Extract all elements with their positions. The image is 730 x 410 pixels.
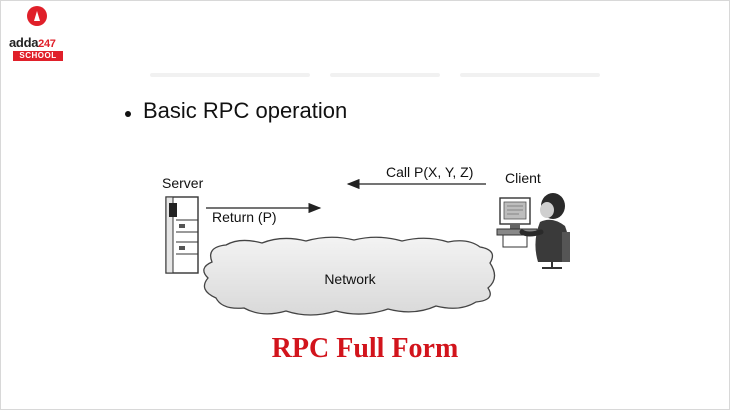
bullet-text: Basic RPC operation xyxy=(143,98,348,123)
bullet-item: Basic RPC operation xyxy=(125,98,347,124)
logo-wordmark: adda247 xyxy=(9,35,56,50)
network-label: Network xyxy=(324,271,376,287)
person-at-computer-icon xyxy=(496,193,570,269)
cloud-icon xyxy=(203,236,496,316)
logo-word: adda xyxy=(9,35,39,50)
brand-logo[interactable]: adda247 SCHOOL xyxy=(6,6,68,64)
logo-school-tag: SCHOOL xyxy=(13,51,63,61)
client-label: Client xyxy=(505,170,541,186)
logo-mark-icon xyxy=(27,6,47,26)
logo-number: 247 xyxy=(38,38,56,50)
server-label: Server xyxy=(162,175,204,191)
server-tower-icon xyxy=(165,196,199,274)
return-label: Return (P) xyxy=(212,209,277,225)
call-label: Call P(X, Y, Z) xyxy=(386,164,473,180)
faded-title-line xyxy=(150,73,310,77)
faded-title-line xyxy=(460,73,600,77)
faded-title-line xyxy=(330,73,440,77)
page-title: RPC Full Form xyxy=(271,333,459,364)
bullet-dot-icon xyxy=(125,111,131,118)
